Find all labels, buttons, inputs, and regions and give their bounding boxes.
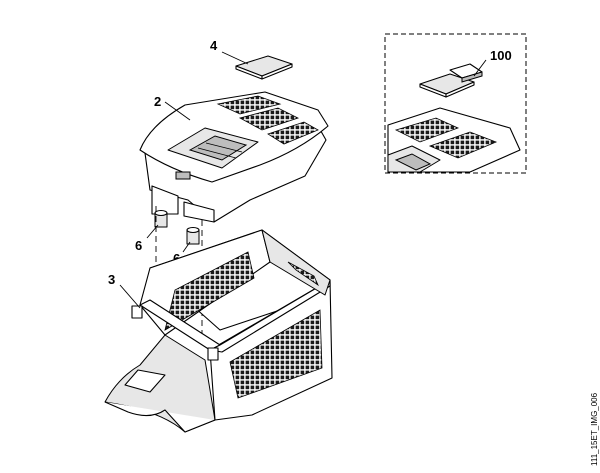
part-4-cover-plate (235, 55, 293, 80)
leader-line-part-100 (473, 59, 487, 77)
detail-inset-box (384, 33, 527, 174)
leader-line-part-3 (119, 284, 141, 309)
part-2-top-housing (139, 91, 329, 223)
image-reference-code: 111_15ET_IMG_006 (590, 392, 599, 466)
callout-part-4: 4 (210, 38, 218, 53)
callout-part-2: 2 (154, 94, 161, 109)
leader-line-part-6-lower (182, 241, 191, 253)
leader-line-part-2 (164, 101, 191, 121)
callout-part-100: 100 (490, 48, 512, 63)
part-6-pin-lower (186, 226, 200, 245)
callout-part-6-upper: 6 (135, 238, 142, 253)
leader-line-part-4 (221, 51, 249, 65)
part-3-catcher-basket (104, 229, 333, 433)
part-6-pin-upper (154, 209, 168, 228)
callout-part-3: 3 (108, 272, 115, 287)
